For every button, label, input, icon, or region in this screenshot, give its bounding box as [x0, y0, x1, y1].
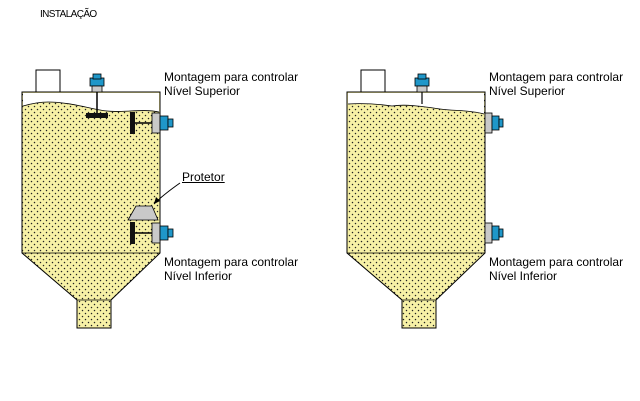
left-upper-side-sensor-icon: [130, 112, 174, 134]
right-top-sensor-icon: [414, 73, 430, 104]
right-bottom-label-line1: Montagem para controlar: [489, 255, 624, 269]
left-silo-body: [21, 91, 161, 329]
left-roof-box: [35, 69, 61, 93]
right-silo-headspace: [348, 93, 484, 114]
left-top-label-line2: Nível Superior: [164, 84, 241, 98]
left-material-surface: [22, 101, 160, 113]
right-top-label-line1: Montagem para controlar: [489, 70, 624, 84]
left-bottom-label-line1: Montagem para controlar: [164, 255, 299, 269]
right-silo-body: [346, 91, 486, 329]
right-material-surface: [347, 103, 485, 115]
protector-arrow: [153, 182, 181, 205]
left-protector-icon: [127, 205, 159, 221]
right-top-label-line2: Nível Superior: [489, 84, 566, 98]
left-bottom-label-line2: Nível Inferior: [164, 269, 233, 283]
left-silo: [21, 69, 181, 329]
right-bottom-label-line2: Nível Inferior: [489, 269, 558, 283]
left-lower-side-sensor-icon: [130, 222, 174, 244]
right-roof-box: [360, 69, 386, 93]
left-top-label-line1: Montagem para controlar: [164, 70, 299, 84]
right-lower-side-sensor-icon: [484, 222, 504, 244]
right-silo: [346, 69, 504, 329]
right-upper-side-sensor-icon: [484, 112, 504, 134]
diagram-heading: INSTALAÇÃO: [40, 9, 97, 20]
protector-label: Protetor: [182, 170, 225, 184]
left-silo-headspace: [23, 93, 159, 112]
left-top-sensor-icon: [86, 73, 108, 118]
